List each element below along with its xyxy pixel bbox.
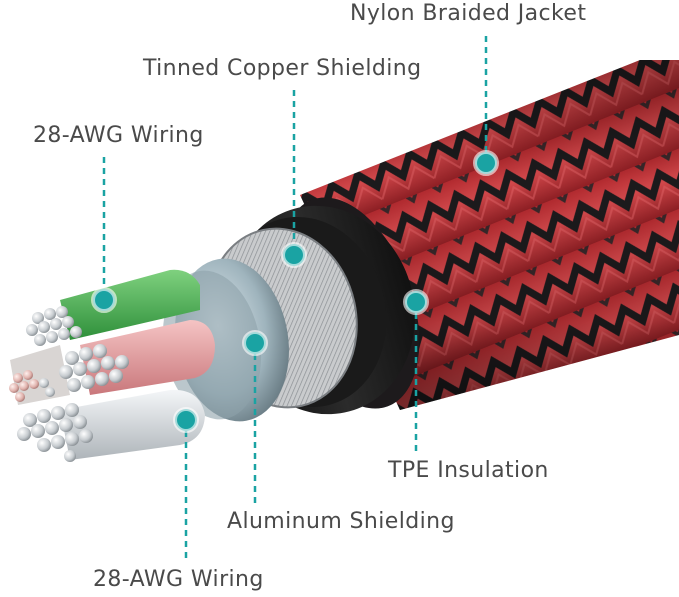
marker-tpe (403, 289, 429, 315)
callout-markers (91, 150, 499, 433)
marker-tinned-copper (281, 242, 307, 268)
label-28-awg-wiring-bottom: 28-AWG Wiring (93, 567, 264, 592)
leader-lines (102, 36, 488, 562)
label-nylon-braided-jacket: Nylon Braided Jacket (350, 1, 587, 26)
marker-wiring-top (91, 287, 117, 313)
marker-nylon-jacket (473, 150, 499, 176)
strand-bundle-copper (9, 370, 55, 402)
label-tinned-copper-shielding: Tinned Copper Shielding (143, 56, 422, 81)
marker-aluminum (242, 330, 268, 356)
label-aluminum-shielding: Aluminum Shielding (227, 509, 455, 534)
label-tpe-insulation: TPE Insulation (388, 458, 549, 483)
label-28-awg-wiring-top: 28-AWG Wiring (33, 123, 204, 148)
strand-bundle-bottom (17, 403, 93, 462)
strand-bundle-top (26, 306, 82, 346)
strand-bundle-middle (59, 344, 129, 392)
copper-strands (9, 306, 129, 462)
marker-wiring-bottom (173, 407, 199, 433)
